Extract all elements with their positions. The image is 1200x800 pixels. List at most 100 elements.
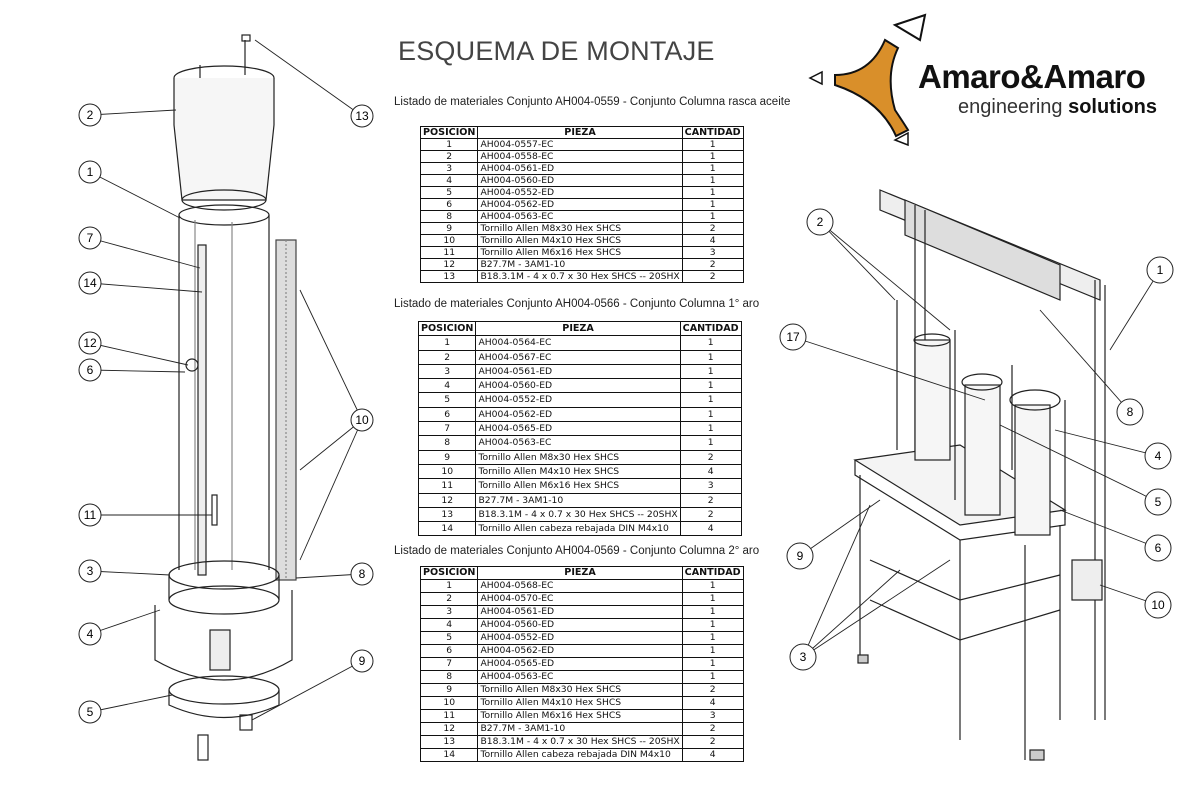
callout-number: 1 (1157, 263, 1164, 277)
cell-pieza: AH004-0560-ED (475, 378, 681, 394)
callout-number: 6 (1155, 541, 1162, 555)
cell-pieza: AH004-0552-ED (475, 392, 681, 408)
cell-pieza: AH004-0552-ED (477, 186, 683, 199)
balloon-circle (350, 562, 374, 586)
cell-cantidad: 1 (679, 392, 742, 408)
callout-balloon: 2 (806, 208, 951, 331)
cell-posicion: 6 (419, 198, 479, 211)
cell-cantidad: 1 (681, 162, 744, 175)
callout-balloon: 14 (78, 271, 203, 295)
balloon-circle (78, 559, 102, 583)
callout-number: 11 (84, 508, 97, 522)
balloon-circle (350, 408, 374, 432)
cell-cantidad: 2 (681, 258, 744, 271)
callout-balloon: 13 (254, 39, 374, 128)
callout-number: 13 (355, 109, 369, 123)
balloon-circle (789, 643, 817, 671)
cell-posicion: 10 (419, 696, 479, 710)
cell-pieza: AH004-0552-ED (477, 631, 683, 645)
cell-pieza: B27.7M - 3AM1-10 (477, 722, 683, 736)
leader-line (89, 609, 161, 635)
cell-cantidad: 1 (679, 378, 742, 394)
cell-posicion: 13 (419, 735, 479, 749)
cell-posicion: 4 (419, 174, 479, 187)
column-header-cantidad: CANTIDAD (679, 320, 742, 337)
leader-line (299, 419, 363, 471)
cell-pieza: Tornillo Allen M4x10 Hex SHCS (477, 234, 683, 247)
tagline-bold: solutions (1068, 96, 1157, 118)
leader-line (799, 499, 881, 557)
cell-posicion: 5 (419, 186, 479, 199)
balloon-circle (1144, 534, 1172, 562)
cell-cantidad: 1 (681, 138, 744, 151)
leader-line (251, 660, 363, 721)
callout-balloon: 8 (295, 562, 374, 586)
balloon-circle (78, 103, 102, 127)
callout-balloon: 12 (78, 331, 189, 366)
callout-number: 10 (355, 413, 369, 427)
leader-line (999, 424, 1159, 503)
leader-line (89, 237, 201, 269)
balloon-circle (78, 226, 102, 250)
cell-pieza: Tornillo Allen M6x16 Hex SHCS (475, 478, 681, 494)
column-header-posicion: POSICION (419, 566, 479, 580)
cell-pieza: AH004-0561-ED (477, 162, 683, 175)
cell-posicion: 12 (419, 722, 479, 736)
cell-pieza: AH004-0565-ED (475, 421, 681, 437)
cell-pieza: Tornillo Allen cabeza rebajada DIN M4x10 (475, 521, 681, 537)
cell-pieza: AH004-0567-EC (475, 349, 681, 365)
cell-cantidad: 1 (681, 198, 744, 211)
column-header-pieza: PIEZA (477, 566, 683, 580)
cell-pieza: B18.3.1M - 4 x 0.7 x 30 Hex SHCS -- 20SH… (477, 735, 683, 749)
cell-posicion: 8 (419, 670, 479, 684)
column-header-cantidad: CANTIDAD (681, 566, 744, 580)
cell-cantidad: 4 (679, 463, 742, 480)
cell-cantidad: 2 (681, 722, 744, 736)
cell-posicion: 12 (417, 492, 477, 508)
cell-cantidad: 2 (681, 735, 744, 749)
callout-number: 8 (1127, 405, 1134, 419)
balloon-circle (1144, 591, 1172, 619)
cell-pieza: AH004-0560-ED (477, 174, 683, 187)
cell-posicion: 1 (419, 138, 479, 151)
callout-number: 10 (1151, 598, 1165, 612)
cell-posicion: 13 (419, 270, 479, 283)
callout-balloon: 3 (78, 559, 171, 583)
callout-number: 1 (87, 165, 94, 179)
cell-posicion: 11 (419, 246, 479, 259)
column-header-cantidad: CANTIDAD (681, 126, 744, 139)
callout-number: 6 (87, 363, 94, 377)
cell-pieza: AH004-0564-EC (475, 335, 681, 351)
balloon-circle (1146, 256, 1174, 284)
cell-pieza: AH004-0563-EC (477, 210, 683, 223)
cell-posicion: 14 (419, 748, 479, 762)
callout-balloon: 5 (78, 694, 173, 724)
cell-cantidad: 1 (681, 150, 744, 163)
leader-line (802, 559, 951, 658)
cell-posicion: 2 (419, 150, 479, 163)
leader-line (254, 39, 363, 117)
callout-number: 5 (87, 705, 94, 719)
cell-cantidad: 1 (681, 579, 744, 593)
cell-posicion: 7 (417, 421, 477, 437)
cell-cantidad: 3 (679, 478, 742, 494)
cell-pieza: Tornillo Allen M6x16 Hex SHCS (477, 709, 683, 723)
leader-line (89, 369, 186, 373)
